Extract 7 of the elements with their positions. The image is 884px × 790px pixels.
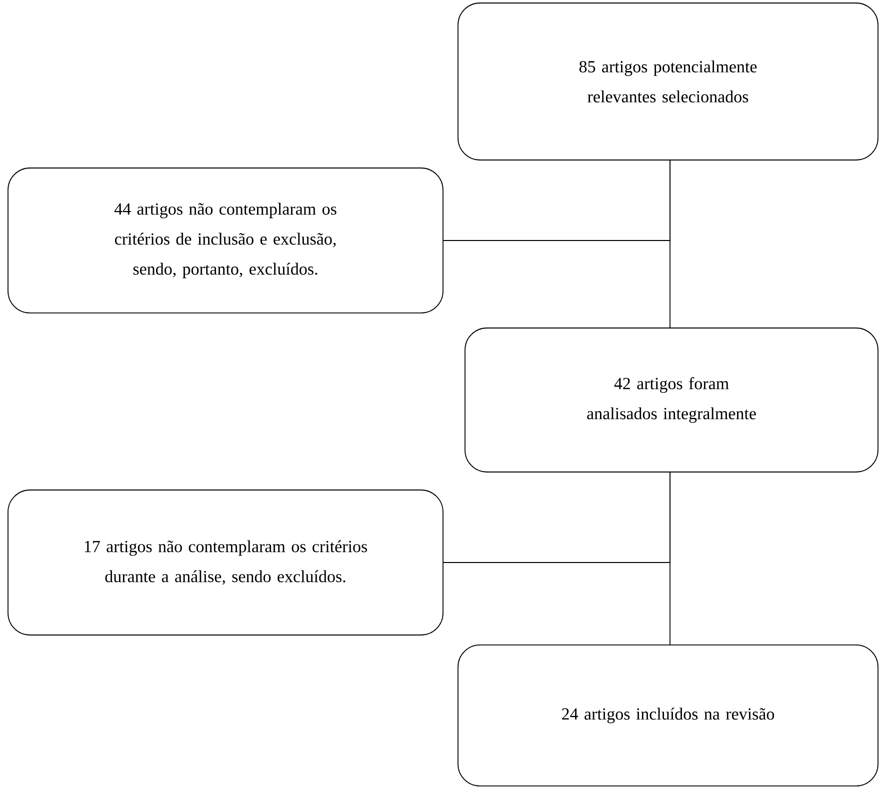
process-box: 85 artigos potencialmente relevantes selecionados <box>458 2 878 160</box>
connector-line <box>443 160 670 241</box>
connector-line <box>443 472 670 563</box>
process-box: 44 artigos não contemplaram os critérios de inclusão e exclusão, sendo, portanto, excluídos. <box>8 168 444 314</box>
process-box: 24 artigos incluídos na revisão <box>458 644 878 786</box>
process-box: 17 artigos não contemplaram os critérios durante a análise, sendo excluídos. <box>8 490 444 636</box>
process-box: 42 artigos foram analisados integralmente <box>464 328 878 472</box>
